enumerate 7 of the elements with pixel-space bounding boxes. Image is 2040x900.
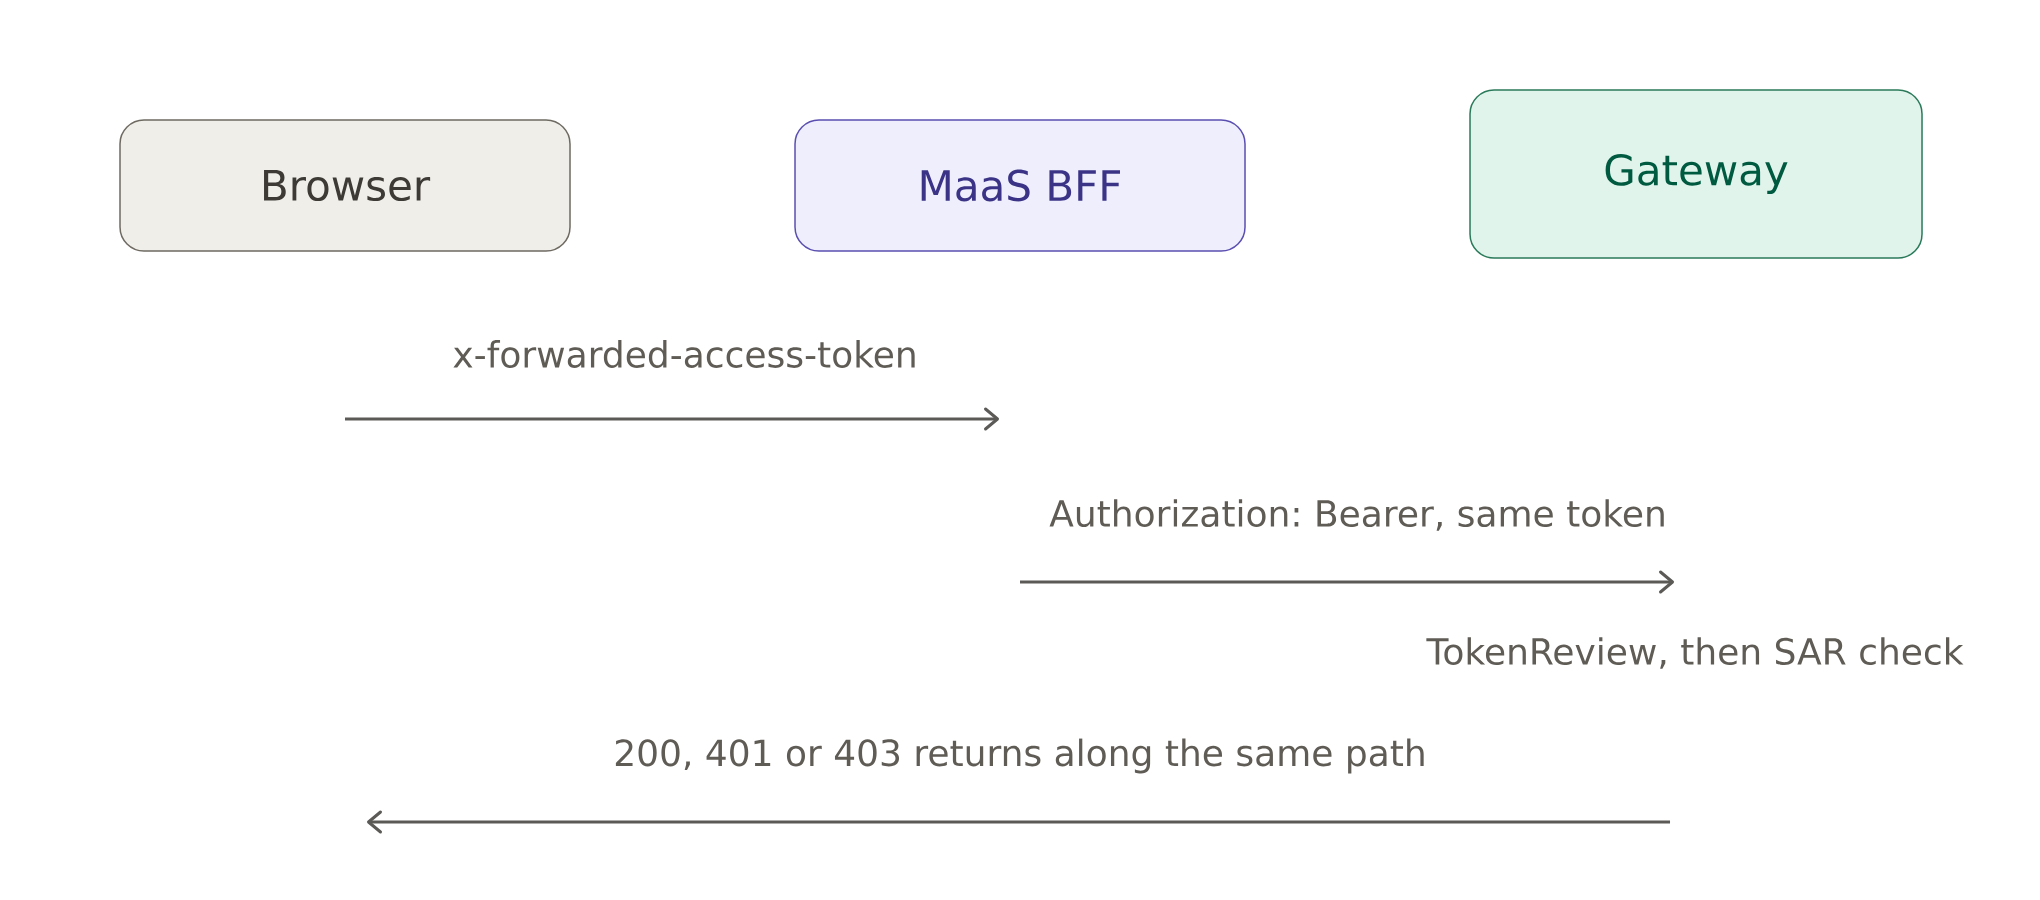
arrow-label: 200, 401 or 403 returns along the same path xyxy=(615,738,1424,774)
arrow-label: Authorization: Bearer, same token xyxy=(1049,499,1664,531)
participant-box: Gateway xyxy=(1469,89,1923,259)
note-label: TokenReview, then SAR check xyxy=(1426,637,1964,669)
arrow-label: x-forwarded-access-token xyxy=(453,340,915,368)
participant-box: Browser xyxy=(119,119,571,252)
participant-box: MaaS BFF xyxy=(794,119,1246,252)
